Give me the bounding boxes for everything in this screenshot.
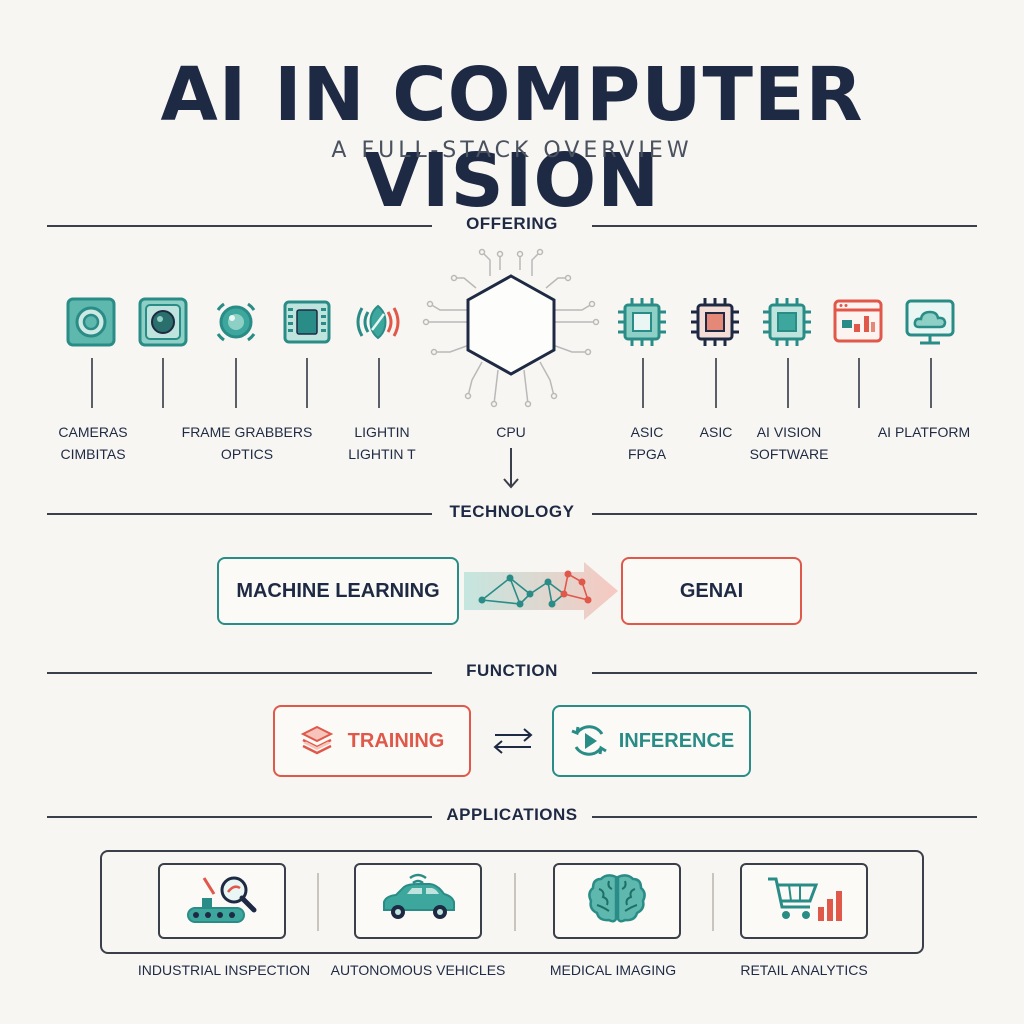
connector-line bbox=[91, 358, 93, 408]
card-separator bbox=[514, 873, 516, 931]
connector-line bbox=[787, 358, 789, 408]
offering-label-asic: ASIC bbox=[699, 424, 733, 440]
section-title-offering: OFFERING bbox=[466, 214, 558, 233]
connector-line bbox=[930, 358, 932, 408]
inspection-icon bbox=[182, 870, 262, 933]
connector-line bbox=[306, 358, 308, 408]
application-label: MEDICAL IMAGING bbox=[549, 962, 677, 978]
application-card-medical-imaging bbox=[553, 863, 681, 939]
application-label: RETAIL ANALYTICS bbox=[740, 962, 868, 978]
dashboard-icon bbox=[832, 296, 884, 348]
down-arrow-icon bbox=[501, 446, 521, 490]
connector-line bbox=[715, 358, 717, 408]
page-title: AI IN COMPUTER VISION bbox=[160, 52, 864, 224]
connector-line bbox=[642, 358, 644, 408]
cart-chart-icon bbox=[764, 871, 844, 932]
applications-panel bbox=[100, 850, 924, 954]
play-cycle-icon bbox=[569, 721, 609, 761]
card-separator bbox=[317, 873, 319, 931]
section-divider bbox=[592, 816, 977, 818]
genai-box: GENAI bbox=[621, 557, 802, 625]
brain-icon bbox=[585, 871, 649, 932]
inference-box: INFERENCE bbox=[552, 705, 751, 777]
page-subtitle: A FULL-STACK OVERVIEW bbox=[331, 138, 693, 163]
connector-line bbox=[858, 358, 860, 408]
section-divider bbox=[592, 672, 977, 674]
section-divider bbox=[592, 225, 977, 227]
exchange-arrows-icon bbox=[491, 726, 535, 756]
section-divider bbox=[47, 513, 432, 515]
lighting-icon bbox=[352, 296, 404, 348]
section-divider bbox=[47, 816, 432, 818]
cloud-platform-icon bbox=[904, 296, 956, 348]
training-box: TRAINING bbox=[273, 705, 471, 777]
connector-line bbox=[235, 358, 237, 408]
cpu-hexagon-icon bbox=[420, 248, 602, 410]
card-separator bbox=[712, 873, 714, 931]
chip-icon bbox=[761, 296, 813, 348]
lens-icon bbox=[210, 296, 262, 348]
section-divider bbox=[47, 225, 432, 227]
chip-icon bbox=[689, 296, 741, 348]
frame-grabber-icon bbox=[281, 296, 333, 348]
ml-to-genai-arrow-icon bbox=[460, 560, 622, 622]
section-title-function: FUNCTION bbox=[466, 661, 558, 680]
offering-label-cpu: CPU bbox=[496, 424, 526, 440]
sensor-icon bbox=[137, 296, 189, 348]
application-label: INDUSTRIAL INSPECTION bbox=[137, 962, 311, 978]
connector-line bbox=[378, 358, 380, 408]
section-title-applications: APPLICATIONS bbox=[446, 805, 578, 824]
camera-icon bbox=[65, 296, 117, 348]
offering-label-ai-platform: AI PLATFORM bbox=[877, 424, 971, 440]
application-label: AUTONOMOUS VEHICLES bbox=[330, 962, 506, 978]
application-card-industrial-inspection bbox=[158, 863, 286, 939]
application-card-retail-analytics bbox=[740, 863, 868, 939]
car-icon bbox=[376, 870, 460, 933]
chip-icon bbox=[616, 296, 668, 348]
section-title-technology: TECHNOLOGY bbox=[449, 502, 575, 521]
connector-line bbox=[162, 358, 164, 408]
application-card-autonomous-vehicles bbox=[354, 863, 482, 939]
section-divider bbox=[47, 672, 432, 674]
section-divider bbox=[592, 513, 977, 515]
machine-learning-box: MACHINE LEARNING bbox=[217, 557, 459, 625]
layers-icon bbox=[300, 724, 334, 758]
